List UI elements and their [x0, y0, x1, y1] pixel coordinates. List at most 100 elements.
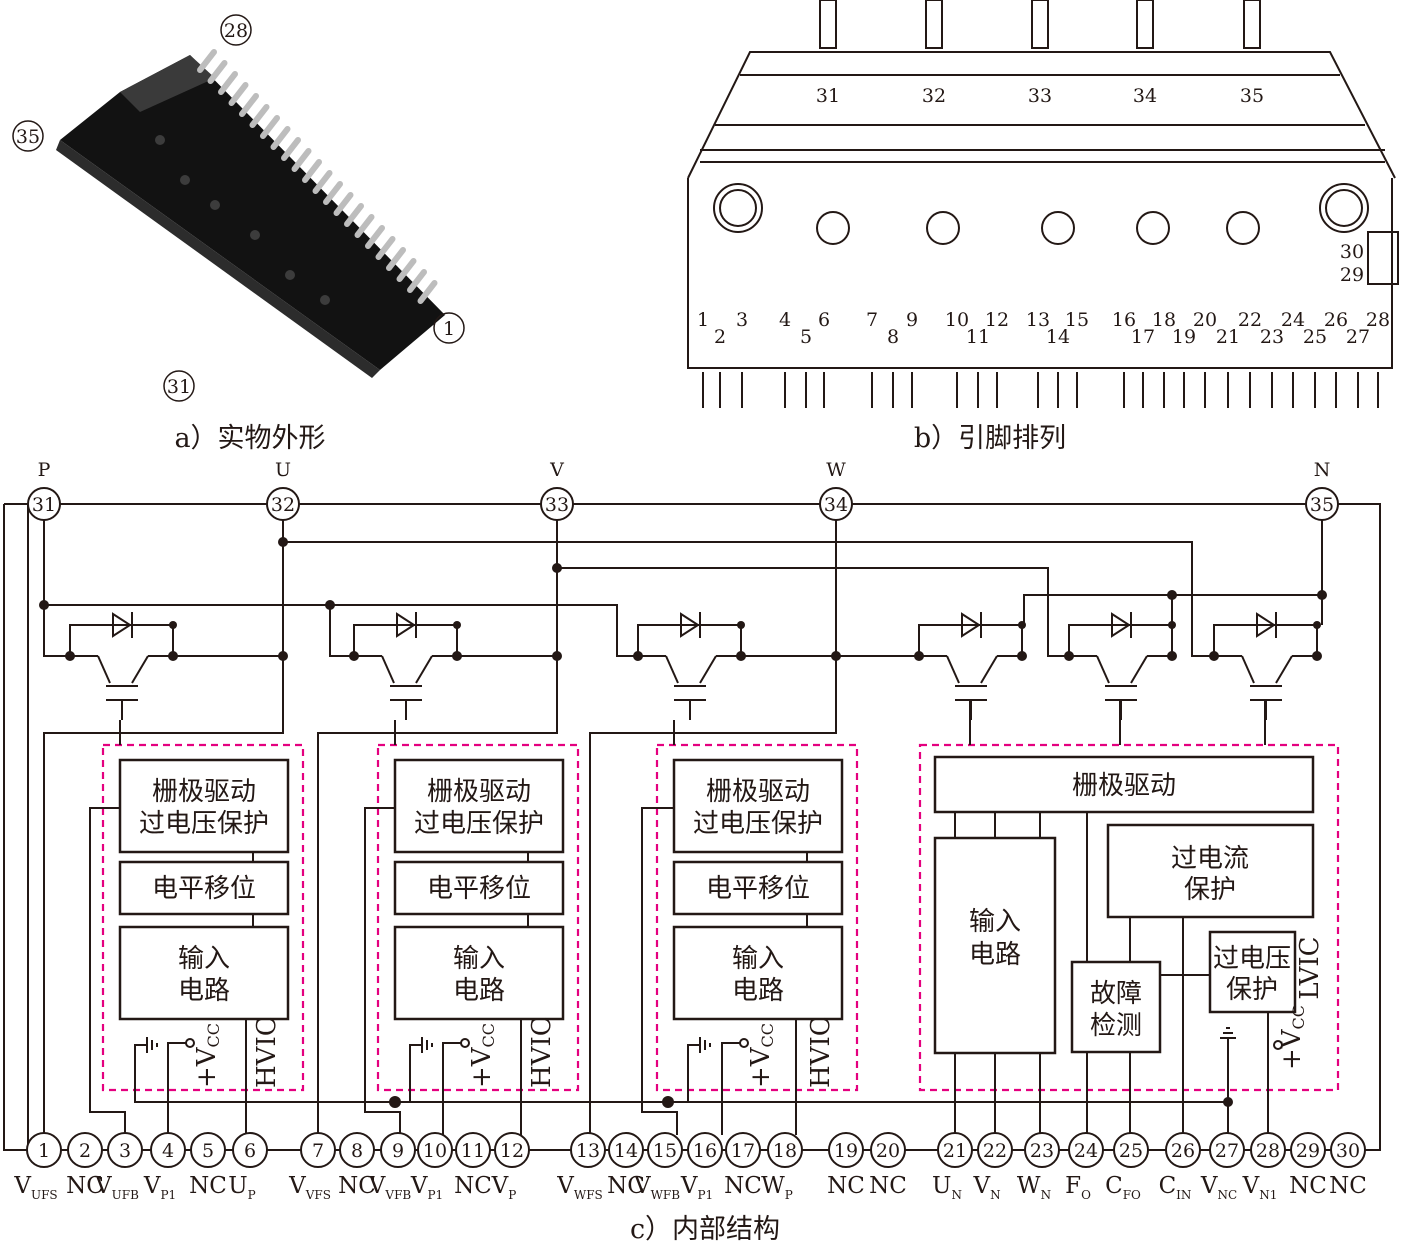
pin-2: 2NC	[66, 1132, 104, 1199]
bottom-pin-label: 28	[1366, 309, 1390, 331]
svg-text:22: 22	[983, 1140, 1007, 1162]
photo-pin-leg	[207, 60, 228, 84]
module-photo: 28 35 1 31	[12, 14, 465, 402]
top-pin-label: 35	[1240, 85, 1264, 107]
igbt-with-diode	[633, 612, 746, 720]
svg-text:23: 23	[1030, 1140, 1054, 1162]
svg-text:故障: 故障	[1090, 979, 1142, 1009]
svg-text:17: 17	[731, 1140, 755, 1162]
photo-pin-leg	[291, 148, 312, 172]
vcc-terminal-icon	[185, 1038, 195, 1048]
pin-name: VP1	[410, 1173, 443, 1202]
svg-text:W: W	[826, 459, 846, 481]
bottom-pin-label: 13	[1026, 309, 1050, 331]
pin-name: NC	[66, 1173, 104, 1199]
svg-text:14: 14	[614, 1140, 638, 1162]
internal-structure: 栅极驱动过电压保护电平移位输入电路HVIC+VCC栅极驱动过电压保护电平移位输入…	[3, 459, 1381, 1202]
power-terminal: 32U	[266, 459, 300, 521]
lvic-input-block	[933, 836, 1057, 1055]
bottom-pin-label: 12	[985, 309, 1009, 331]
power-terminal: 31P	[27, 459, 61, 521]
bottom-pin-label: 16	[1112, 309, 1136, 331]
caption-a: a）实物外形	[174, 423, 325, 454]
svg-text:31: 31	[167, 376, 191, 398]
ground-bus	[134, 1045, 1228, 1103]
svg-text:28: 28	[1256, 1140, 1280, 1162]
svg-text:20: 20	[876, 1140, 900, 1162]
svg-text:V: V	[549, 459, 564, 481]
svg-text:输入: 输入	[969, 907, 1021, 937]
pin-name: CFO	[1105, 1173, 1141, 1202]
photo-pin-leg	[407, 269, 427, 293]
bottom-pin-label: 1	[697, 309, 709, 331]
pin-name: VVFS	[288, 1173, 331, 1202]
ground-icon	[134, 1037, 158, 1102]
photo-pin-leg	[375, 236, 396, 260]
photo-pin-leg	[197, 49, 217, 73]
svg-text:1: 1	[443, 318, 455, 340]
pin-name: UP	[228, 1173, 255, 1202]
svg-text:11: 11	[461, 1140, 485, 1162]
photo-pin-leg	[302, 159, 322, 183]
svg-text:输入: 输入	[453, 944, 505, 974]
pin-6: 6UP	[228, 1132, 268, 1202]
level-shift-block	[118, 860, 290, 916]
bottom-pin-label: 14	[1046, 326, 1070, 348]
bottom-pin-label: 7	[866, 309, 878, 331]
bottom-pin-label: 2	[714, 326, 726, 348]
pin-name: UN	[932, 1173, 962, 1202]
pin-8: 8NC	[338, 1132, 376, 1199]
side-pin-label-30: 30	[1340, 241, 1364, 263]
power-terminal: 34W	[819, 459, 853, 521]
svg-text:过电流: 过电流	[1171, 844, 1249, 874]
pin-name: VUFS	[13, 1173, 57, 1202]
svg-text:33: 33	[545, 494, 569, 516]
bottom-pin-label: 5	[800, 326, 812, 348]
lvic-ground-icon	[1220, 1027, 1236, 1045]
svg-text:保护: 保护	[1184, 875, 1236, 905]
svg-text:28: 28	[224, 20, 248, 42]
svg-text:24: 24	[1074, 1140, 1098, 1162]
bottom-pin-label: 6	[818, 309, 830, 331]
bottom-pin-label: 9	[906, 309, 918, 331]
svg-text:电路: 电路	[453, 976, 505, 1006]
bottom-pin-label: 27	[1346, 326, 1370, 348]
top-pin-label: 33	[1028, 85, 1052, 107]
pin-name: NC	[454, 1173, 492, 1199]
igbt-with-diode	[349, 612, 462, 720]
bottom-pin-label: 15	[1065, 309, 1089, 331]
pin-name: VP	[491, 1173, 517, 1202]
svg-text:2: 2	[79, 1140, 91, 1162]
caption-c: c）内部结构	[630, 1214, 780, 1245]
bottom-pin-label: 19	[1172, 326, 1196, 348]
vcc-label: +VCC	[467, 1023, 498, 1088]
bottom-pin-label: 10	[945, 309, 969, 331]
svg-text:过电压: 过电压	[1213, 944, 1291, 974]
fault-detect-block	[1070, 960, 1162, 1054]
svg-text:电路: 电路	[732, 976, 784, 1006]
photo-pin-label-35: 35	[12, 120, 44, 152]
svg-text:过电压保护: 过电压保护	[693, 809, 823, 839]
svg-text:13: 13	[576, 1140, 600, 1162]
svg-text:18: 18	[773, 1140, 797, 1162]
svg-text:32: 32	[271, 494, 295, 516]
photo-pin-label-1: 1	[433, 312, 465, 344]
pin-name: NC	[869, 1173, 907, 1199]
pin-name: WN	[1017, 1173, 1051, 1202]
svg-text:N: N	[1314, 459, 1331, 481]
bottom-pin-label: 22	[1238, 309, 1262, 331]
svg-text:电平移位: 电平移位	[152, 874, 256, 904]
lvic-group: 栅极驱动 输入 电路 过电流 保护 故障 检测 过电压 保护 LVIC	[918, 700, 1340, 1135]
gate-drive-ovp-block	[393, 758, 565, 854]
pin-name: NC	[338, 1173, 376, 1199]
ground-icon	[687, 1037, 711, 1102]
ovp-block	[1208, 930, 1297, 1014]
